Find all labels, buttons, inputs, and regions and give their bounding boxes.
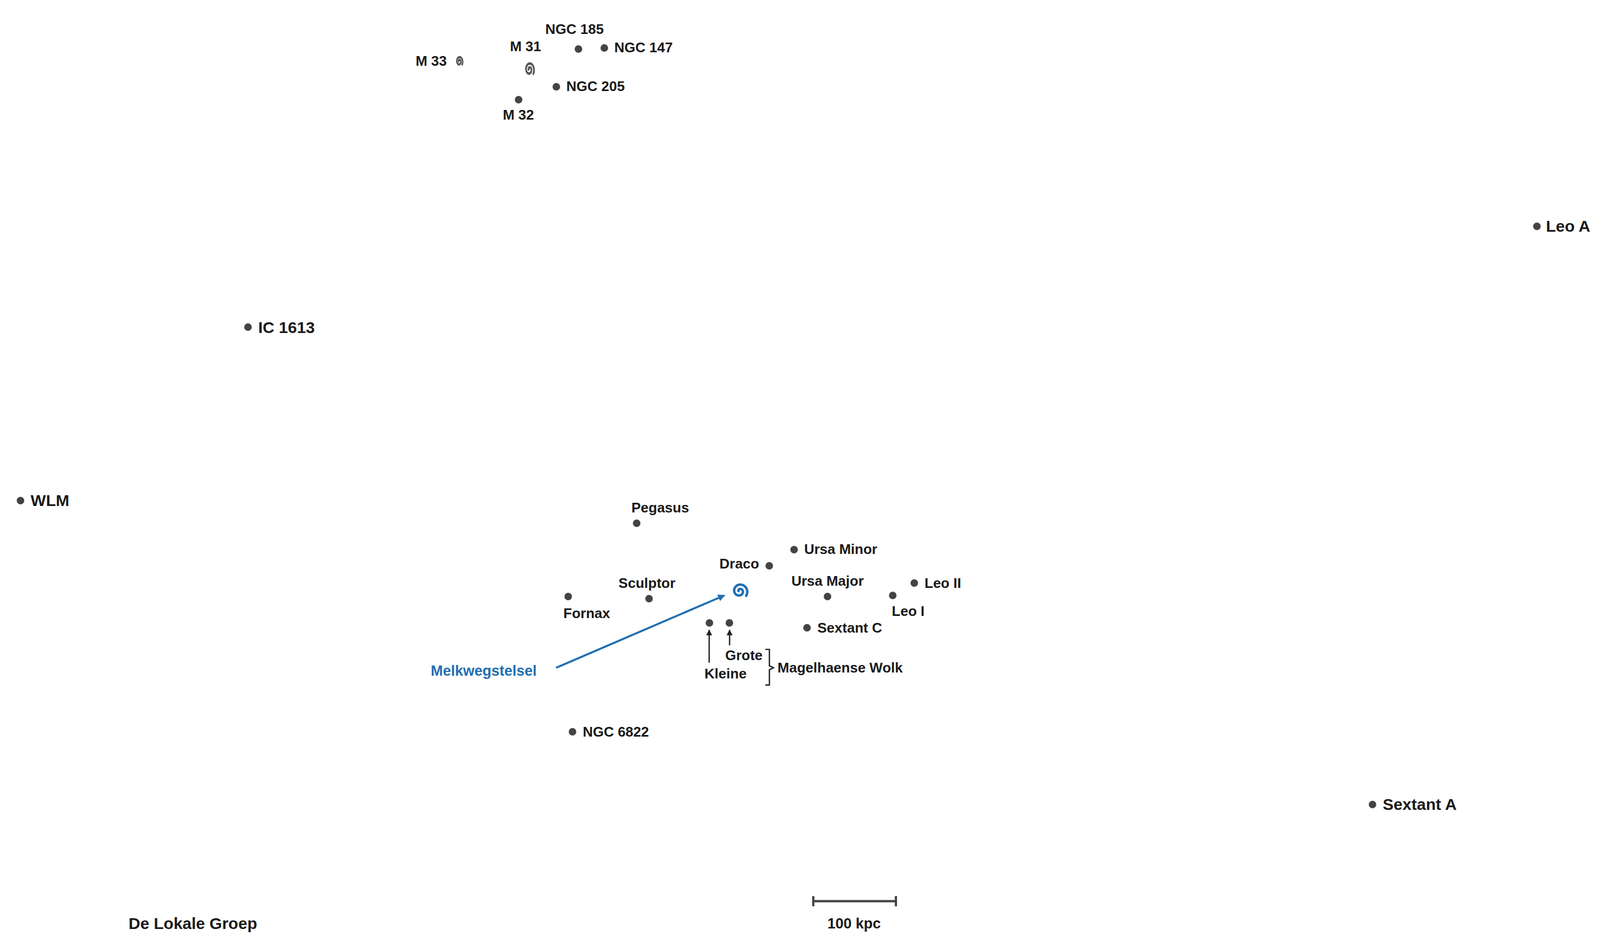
galaxy-name: M 32 (502, 107, 535, 123)
galaxy-name: NGC 185 (545, 22, 604, 37)
galaxy-dot-fill (244, 323, 252, 331)
galaxy-dot-fill (705, 619, 714, 627)
galaxy-dot (599, 43, 610, 53)
scale-label: 100 kpc (827, 916, 881, 932)
galaxy-dot (513, 94, 524, 105)
galaxy-dot-fill (1533, 222, 1541, 231)
galaxy-name: Sextant C (817, 621, 882, 636)
galaxy-name: WLM (30, 492, 70, 510)
galaxy-dot-fill (725, 619, 734, 627)
scale-bar-tick (894, 896, 898, 907)
galaxy-name: Fornax (563, 606, 611, 622)
brace-bracket (765, 649, 774, 686)
galaxy-dot-fill (568, 728, 577, 736)
pointer-arrow (556, 595, 725, 668)
spiral-arm (526, 63, 535, 74)
galaxy-name: Leo A (1546, 217, 1591, 236)
galaxy-dot (724, 618, 735, 629)
galaxy-dot (567, 727, 578, 737)
galaxy-dot-fill (574, 45, 583, 53)
galaxy-dot (15, 495, 26, 506)
galaxy-dot (704, 618, 715, 629)
galaxy-name: Sculptor (618, 576, 675, 591)
galaxy-name: Sextant A (1382, 796, 1457, 814)
galaxy-dot (789, 545, 799, 555)
galaxy-dot-fill (803, 624, 811, 632)
galaxy-dot (243, 322, 253, 333)
galaxy-dot-fill (552, 83, 561, 91)
galaxy-dot-fill (765, 562, 774, 570)
galaxy-name: Draco (719, 556, 760, 572)
pointer-arrow (708, 630, 710, 664)
spiral-galaxy (520, 60, 539, 79)
scale-bar-tick (812, 896, 815, 907)
spiral-galaxy (729, 581, 750, 602)
galaxy-dot (573, 44, 584, 54)
galaxy-name: Grote (725, 648, 763, 664)
map-title: De Lokale Groep (128, 915, 258, 933)
galaxy-dot (563, 591, 574, 602)
galaxy-dot-fill (888, 591, 897, 600)
spiral-arm (456, 56, 463, 65)
scale-bar-line (813, 900, 896, 903)
galaxy-dot (1367, 800, 1378, 810)
spiral-arm (734, 584, 748, 597)
galaxy-name: Leo II (924, 576, 962, 591)
spiral-galaxy (451, 53, 468, 70)
galaxy-dot-fill (645, 595, 653, 603)
galaxy-dot-fill (632, 519, 641, 528)
galaxy-dot (1532, 221, 1542, 232)
galaxy-dot (631, 518, 642, 529)
galaxy-dot-fill (910, 579, 919, 588)
galaxy-dot (551, 81, 562, 92)
pointer-arrow (728, 630, 730, 646)
galaxy-name: IC 1613 (258, 319, 315, 337)
galaxy-dot (802, 623, 812, 633)
galaxy-name: M 33 (415, 53, 447, 69)
scale-bar (813, 896, 896, 907)
galaxy-dot (822, 591, 833, 602)
galaxy-name: Leo I (891, 604, 925, 619)
galaxy-dot-fill (790, 546, 798, 554)
galaxy-dot-fill (1368, 801, 1377, 809)
group-label: Magelhaense Wolk (777, 660, 903, 676)
galaxy-dot (764, 561, 775, 571)
galaxy-dot-fill (514, 95, 523, 104)
galaxy-dot-fill (16, 497, 25, 505)
galaxy-dot (909, 578, 920, 589)
galaxy-dot (887, 590, 898, 601)
galaxy-dot-fill (600, 44, 609, 52)
galaxy-dot-fill (823, 592, 832, 601)
galaxy-dot-fill (564, 592, 572, 601)
galaxy-name: Pegasus (631, 500, 689, 516)
galaxy-name: M 31 (509, 39, 542, 54)
galaxy-name: Kleine (704, 666, 747, 682)
galaxy-name: NGC 147 (614, 40, 673, 55)
galaxy-dot (644, 594, 654, 604)
galaxy-name: Ursa Minor (804, 542, 878, 557)
galaxy-name: NGC 205 (566, 79, 625, 94)
galaxy-name: Melkwegstelsel (430, 663, 537, 679)
galaxy-name: Ursa Major (791, 574, 864, 589)
galaxy-name: NGC 6822 (582, 725, 650, 740)
